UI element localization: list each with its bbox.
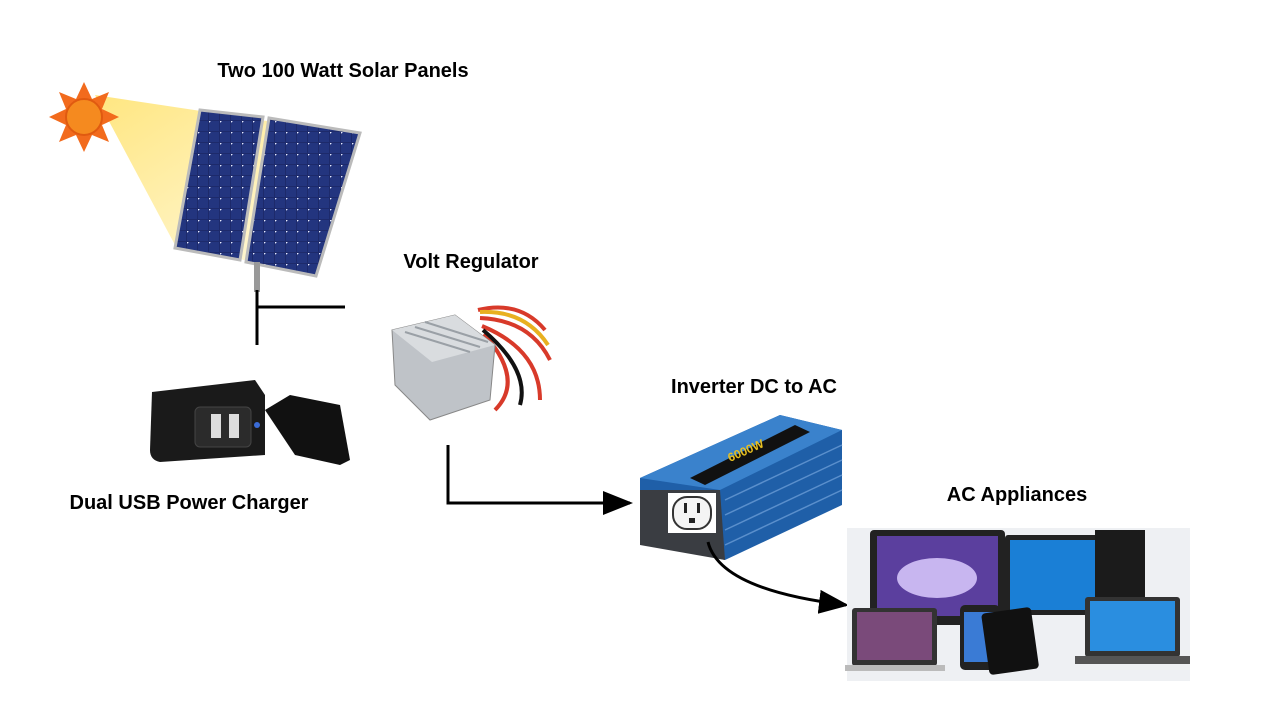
arrow-regulator-to-inverter (446, 445, 633, 515)
arrow-inverter-to-appliances (706, 541, 849, 614)
usb-charger-image (150, 380, 350, 465)
ac-appliances-image (845, 528, 1190, 681)
sun-icon (49, 82, 119, 152)
label-ac-appliances: AC Appliances (946, 484, 1088, 506)
label-solar-panels: Two 100 Watt Solar Panels (217, 60, 469, 82)
volt-regulator-image (391, 305, 552, 421)
solar-panels-image (173, 108, 362, 292)
label-inverter: Inverter DC to AC (671, 376, 837, 398)
solar-wire (255, 290, 345, 345)
label-usb-charger: Dual USB Power Charger (69, 492, 309, 514)
inverter-image: 6000W (640, 415, 843, 560)
label-volt-regulator: Volt Regulator (403, 251, 539, 273)
